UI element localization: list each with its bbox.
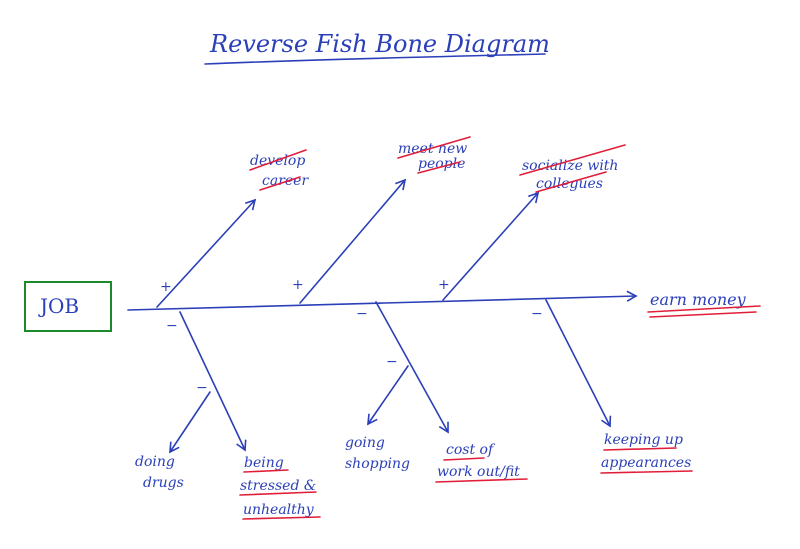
job-label: JOB [38, 294, 79, 318]
sign-plus-2: + [292, 277, 304, 293]
subcause-drugs-line2: drugs [143, 475, 184, 491]
sign-minus-drugs: − [196, 380, 208, 396]
diagram-title: Reverse Fish Bone Diagram [209, 30, 550, 58]
sign-minus-1: − [166, 318, 178, 334]
cause-appearances-line1: keeping up [604, 432, 683, 448]
job-box [24, 281, 112, 332]
cause-appearances-line2: appearances [601, 455, 691, 471]
main-spine [127, 290, 638, 311]
subcause-cost-underline-2 [435, 478, 528, 483]
subcause-stress-underline-2 [239, 491, 317, 496]
subcause-cost-underline-1 [443, 457, 485, 461]
sign-minus-shopping: − [386, 354, 398, 370]
branch-appearances [545, 299, 612, 428]
branch-shopping [367, 365, 409, 426]
subcause-stress-line1: being [244, 455, 284, 471]
effect-underline-2 [649, 311, 757, 318]
cause-appearances-underline-2 [600, 470, 693, 474]
subcause-cost-line2: work out/fit [437, 464, 520, 480]
subcause-stress-line2: stressed & [240, 478, 316, 494]
subcause-shopping-line1: going [345, 435, 385, 451]
subcause-shopping-line2: shopping [345, 456, 410, 472]
title-underline [204, 53, 546, 65]
branch-meet-new-people [299, 178, 407, 304]
cause-meet-underline-2 [417, 161, 461, 174]
subcause-drugs-line1: doing [135, 454, 175, 470]
cause-socialize-underline-1 [519, 144, 626, 176]
sign-plus-1: + [160, 279, 172, 295]
cause-socialize-underline-2 [535, 171, 607, 193]
subcause-stress-underline-3 [242, 516, 321, 520]
branch-stress [179, 311, 247, 452]
sign-minus-3: − [531, 306, 543, 322]
branch-cost [375, 301, 449, 434]
sign-plus-3: + [438, 277, 450, 293]
branch-develop-career [156, 198, 257, 308]
cause-meet-underline-1 [397, 136, 471, 159]
effect-label: earn money [650, 290, 747, 309]
cause-socialize-line1: socialize with [522, 158, 618, 174]
subcause-stress-underline-1 [243, 469, 289, 473]
cause-appearances-underline-1 [603, 447, 677, 451]
cause-develop-underline-2 [259, 176, 301, 191]
effect-underline-1 [647, 305, 761, 313]
branch-drugs [169, 391, 211, 454]
cause-meet-line2: people [418, 156, 465, 172]
subcause-cost-line1: cost of [446, 442, 496, 458]
branch-socialize [442, 191, 540, 301]
cause-develop-underline-1 [249, 149, 307, 171]
subcause-stress-line3: unhealthy [243, 502, 315, 518]
sign-minus-2: − [356, 306, 368, 322]
